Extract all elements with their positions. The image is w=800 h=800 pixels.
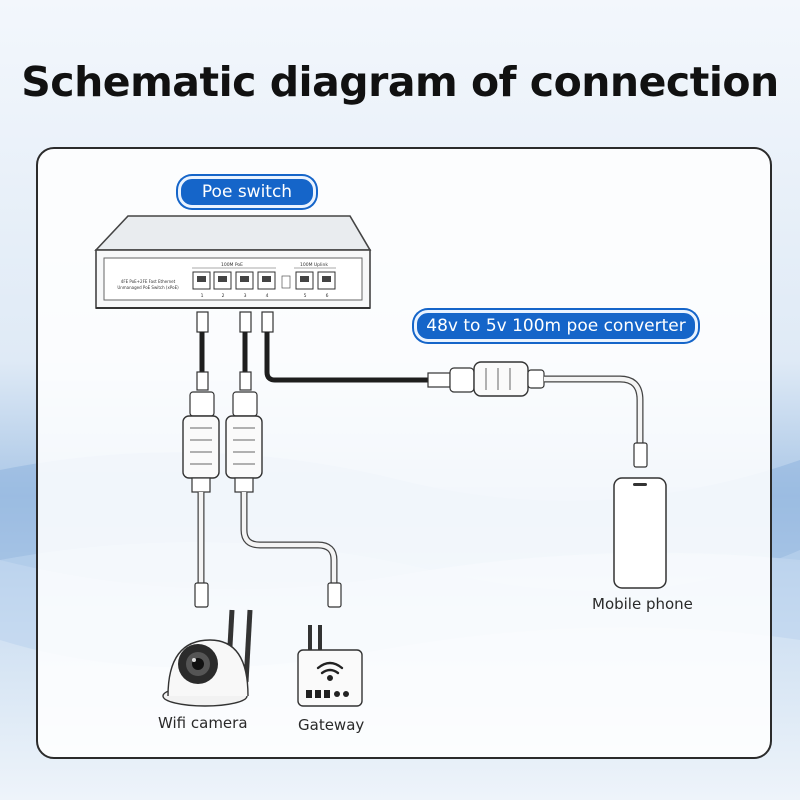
mobile-phone-label: Mobile phone xyxy=(592,595,693,613)
wifi-icon xyxy=(316,661,344,682)
switch-model-line1: 4FE PoE+2FE Fast Ethernet xyxy=(121,279,176,284)
poe-switch: 4FE PoE+2FE Fast Ethernet Unmanaged PoE … xyxy=(94,215,372,309)
port-number-6: 6 xyxy=(326,293,329,299)
diagram-panel xyxy=(36,147,772,759)
wifi-camera xyxy=(162,609,253,707)
switch-model-line2: Unmanaged PoE Switch (xPoE) xyxy=(117,285,179,290)
port-number-5: 5 xyxy=(304,293,307,299)
poe-switch-label: Poe switch xyxy=(178,176,316,208)
port-number-1: 1 xyxy=(201,293,204,299)
poe-converter-label: 48v to 5v 100m poe converter xyxy=(414,310,698,342)
page-title: Schematic diagram of connection xyxy=(21,58,779,106)
poe-group-label: 100M PoE xyxy=(221,262,243,268)
patch-cables xyxy=(196,311,451,391)
gateway-poe-splitter xyxy=(225,391,342,608)
port-number-3: 3 xyxy=(244,293,247,299)
poe-converter xyxy=(449,361,648,468)
uplink-group-label: 100M Uplink xyxy=(300,262,328,268)
mobile-phone xyxy=(613,477,667,589)
wifi-camera-label: Wifi camera xyxy=(158,714,248,732)
port-number-4: 4 xyxy=(266,293,269,299)
camera-poe-splitter xyxy=(182,391,220,608)
gateway-label: Gateway xyxy=(298,716,365,734)
port-number-2: 2 xyxy=(222,293,225,299)
gateway-router xyxy=(297,625,363,707)
